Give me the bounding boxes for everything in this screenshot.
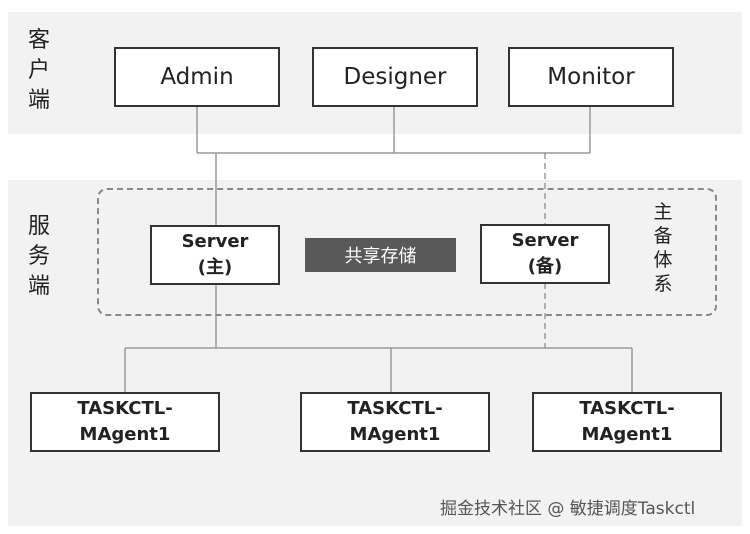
server-layer-band [8, 180, 742, 526]
watermark-text: 掘金技术社区 @ 敏捷调度Taskctl [440, 499, 696, 519]
agent-node-2: TASKCTL- MAgent1 [300, 392, 490, 452]
primary-server-node: Server (主) [150, 225, 280, 285]
backup-server-node: Server (备) [480, 224, 610, 284]
admin-node: Admin [114, 47, 280, 107]
designer-node: Designer [312, 47, 478, 107]
ha-group-label: 主 备 体 系 [653, 201, 673, 295]
monitor-node: Monitor [508, 47, 674, 107]
agent-node-3: TASKCTL- MAgent1 [532, 392, 722, 452]
client-layer-label: 客 户 端 [27, 28, 50, 113]
agent-node-1: TASKCTL- MAgent1 [30, 392, 220, 452]
server-layer-label: 服 务 端 [27, 214, 50, 299]
shared-storage: 共享存储 [305, 238, 456, 272]
ha-group-frame [97, 188, 717, 316]
